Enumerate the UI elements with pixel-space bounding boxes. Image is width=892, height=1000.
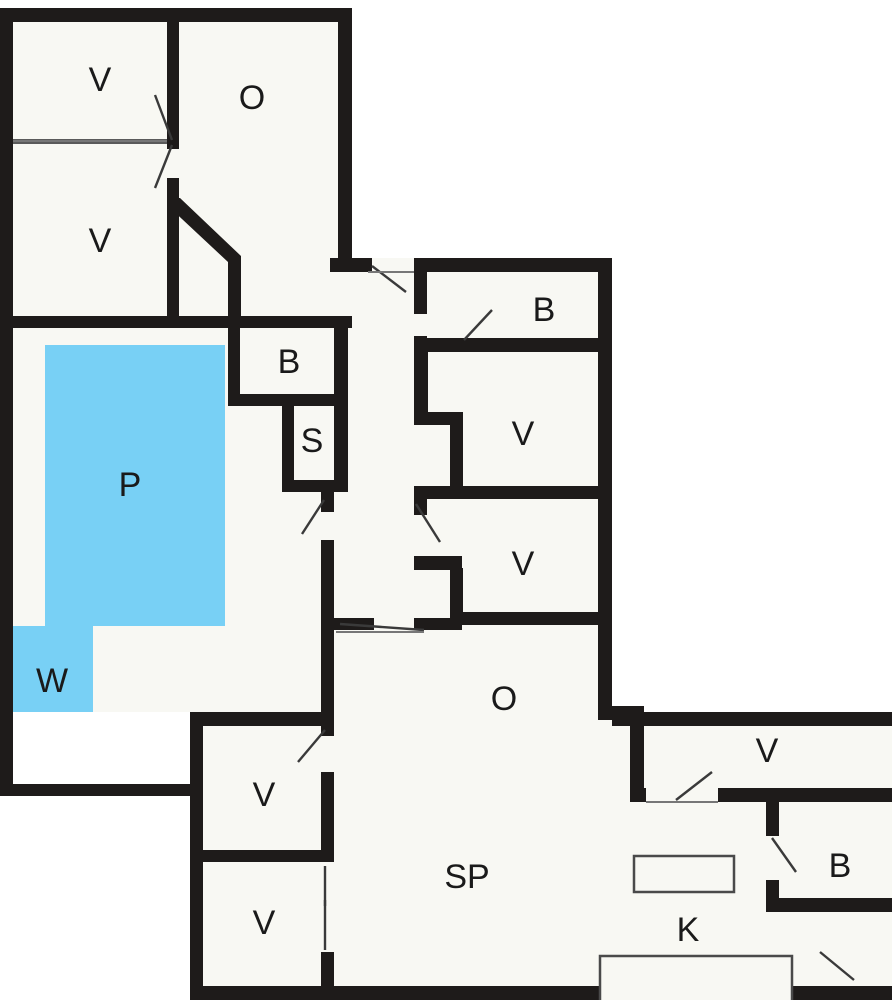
room-label-p-pool: P: [119, 466, 142, 504]
room-label-k-kitchen: K: [677, 911, 700, 949]
wall-vmid2-bottom-mid: [414, 618, 462, 630]
wall-corridor-vert-a: [321, 492, 334, 512]
kitchen-counter-upper: [632, 854, 736, 894]
wall-rw-v-bottom: [718, 788, 892, 802]
wall-vmid1-left-lower: [450, 412, 463, 490]
wall-rw-top: [612, 712, 892, 726]
wall-ul-divider-upper: [167, 8, 179, 133]
room-label-w-whirlpool: W: [36, 662, 68, 700]
room-label-v-mid-1: V: [512, 415, 535, 453]
door-swing-b-tr: [463, 309, 493, 341]
wall-ul-right: [338, 8, 352, 266]
door-swing-sauna: [300, 499, 326, 535]
wall-mid-top-right: [414, 258, 612, 272]
door-swing-ul-upper: [153, 94, 174, 141]
door-swing-mid-top: [371, 265, 407, 293]
wall-s-left: [282, 400, 294, 492]
wall-pool-bottom: [0, 784, 203, 796]
wall-lowleft-top: [190, 712, 334, 726]
wall-rw-left: [630, 712, 644, 800]
room-label-o-center: O: [491, 680, 517, 718]
room-label-sp-center: SP: [444, 858, 489, 896]
room-label-v-right-wing: V: [756, 732, 779, 770]
wall-vmid2-jog: [414, 556, 462, 570]
door-swing-vmid2: [414, 503, 442, 543]
wall-rw-b-bottom: [766, 898, 892, 912]
wall-pool-left: [0, 316, 13, 796]
wall-vmid1-bottom: [414, 486, 612, 499]
wall-s-bottom: [282, 480, 348, 492]
door-swing-rw-v: [675, 771, 713, 801]
wall-pool-top: [0, 316, 352, 328]
wall-mid-right-lower: [598, 706, 644, 720]
door-swings: [153, 94, 855, 981]
wall-vmid2-left-upper: [414, 499, 427, 515]
wall-lowleft-right-a: [321, 726, 334, 736]
wall-b-tr-left-upper: [414, 272, 427, 314]
wall-lowleft-right-b: [321, 772, 334, 860]
fixtures: [598, 854, 794, 1000]
wall-mid-top-left: [330, 258, 372, 272]
wall-lowleft-mid: [190, 850, 334, 862]
room-label-v-mid-2: V: [512, 545, 535, 583]
door-swing-corridor: [339, 622, 425, 632]
water-areas: [13, 345, 225, 712]
wall-ul-jamb: [167, 133, 179, 149]
room-label-o-top: O: [239, 79, 265, 117]
wall-corridor-vert-b: [321, 540, 334, 630]
wall-b-left-right: [334, 326, 348, 406]
wall-vmid2-left-down: [450, 568, 463, 618]
wall-vmid1-left-upper: [414, 350, 428, 412]
wall-stair-vert: [167, 198, 179, 326]
wall-corridor-vert-c: [321, 630, 334, 718]
room-label-v-top-left-1: V: [89, 61, 112, 99]
door-swing-ul-lower: [153, 144, 174, 189]
kitchen-counter-lower: [598, 954, 794, 1000]
room-labels: V O V P B S W B V V O SP V V V B K: [36, 61, 851, 949]
door-swing-rw-b: [771, 837, 797, 873]
door-swing-lowleft-1: [297, 729, 326, 763]
wall-vmid2-bottom: [450, 612, 612, 625]
room-label-v-low-left-1: V: [253, 776, 276, 814]
pool-water: [45, 345, 225, 626]
wall-s-right: [334, 400, 348, 492]
walls: [0, 8, 892, 1000]
room-label-s-sauna: S: [301, 422, 324, 460]
wall-rw-left-lower: [630, 788, 646, 802]
room-label-v-low-left-2: V: [253, 904, 276, 942]
room-label-b-top-right: B: [533, 291, 556, 329]
wall-b-tr-bottom: [414, 338, 612, 352]
whirlpool-water: [13, 626, 93, 712]
wall-rw-b-left-upper: [766, 800, 779, 836]
room-label-b-right-wing: B: [829, 847, 852, 885]
opening-lines: [13, 140, 718, 803]
door-swing-bottom-right: [819, 951, 855, 981]
room-label-v-top-left-2: V: [89, 222, 112, 260]
wall-b-left-left: [228, 326, 240, 406]
room-label-b-mid-left: B: [278, 343, 301, 381]
wall-ul-left: [0, 8, 13, 326]
